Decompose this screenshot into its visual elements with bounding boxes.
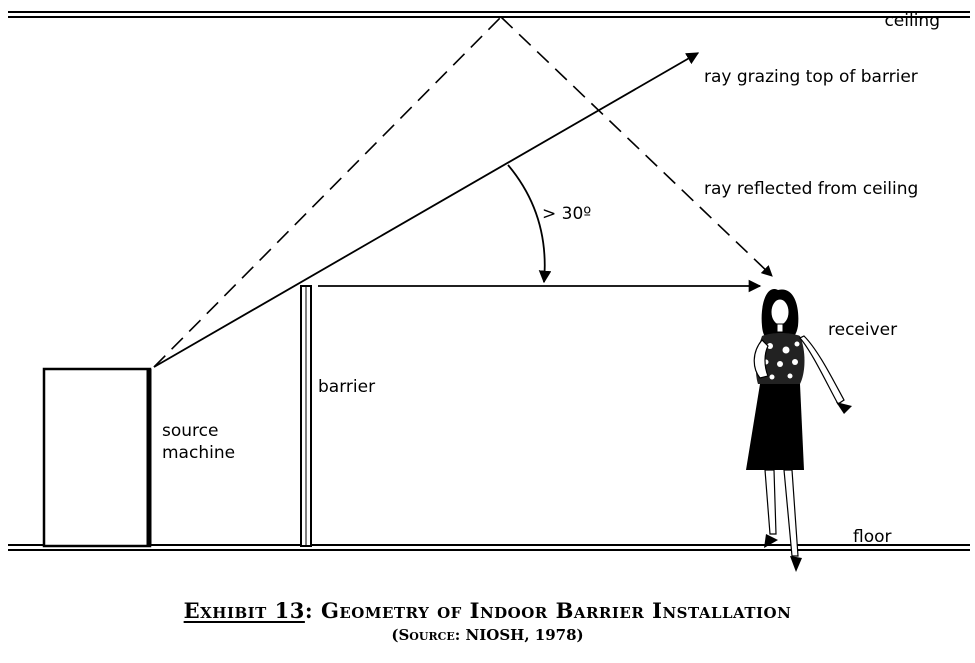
ray-reflected-label: ray reflected from ceiling (704, 179, 918, 199)
floor-label: floor (853, 527, 892, 547)
ray-grazing-line (153, 52, 700, 368)
caption-title: : Geometry of Indoor Barrier Installatio… (304, 598, 792, 623)
ray-grazing-label: ray grazing top of barrier (704, 67, 918, 87)
angle-arc (507, 164, 552, 284)
barrier-label: barrier (318, 377, 375, 397)
caption-title-line: Exhibit 13: Geometry of Indoor Barrier I… (0, 598, 975, 624)
caption-exhibit-number: Exhibit 13 (183, 598, 305, 623)
barrier-wall (300, 285, 312, 547)
source-label-line1: source (162, 421, 218, 441)
ceiling-line (8, 11, 970, 18)
barrier-geometry-diagram: ceiling ray grazing top of barrier ray r… (8, 11, 970, 572)
ray-to-ceiling-dashed (153, 16, 502, 368)
ceiling-label: ceiling (884, 11, 940, 31)
angle-label: > 30º (542, 204, 591, 224)
caption-source: (Source: NIOSH, 1978) (391, 626, 584, 644)
floor-line (8, 544, 970, 551)
ray-reflected-dashed (500, 16, 773, 277)
source-label-line2: machine (162, 443, 235, 463)
source-machine (42, 367, 152, 548)
receiver-figure-icon (746, 288, 852, 572)
figure-caption: Exhibit 13: Geometry of Indoor Barrier I… (0, 598, 975, 646)
receiver-label: receiver (828, 320, 897, 340)
